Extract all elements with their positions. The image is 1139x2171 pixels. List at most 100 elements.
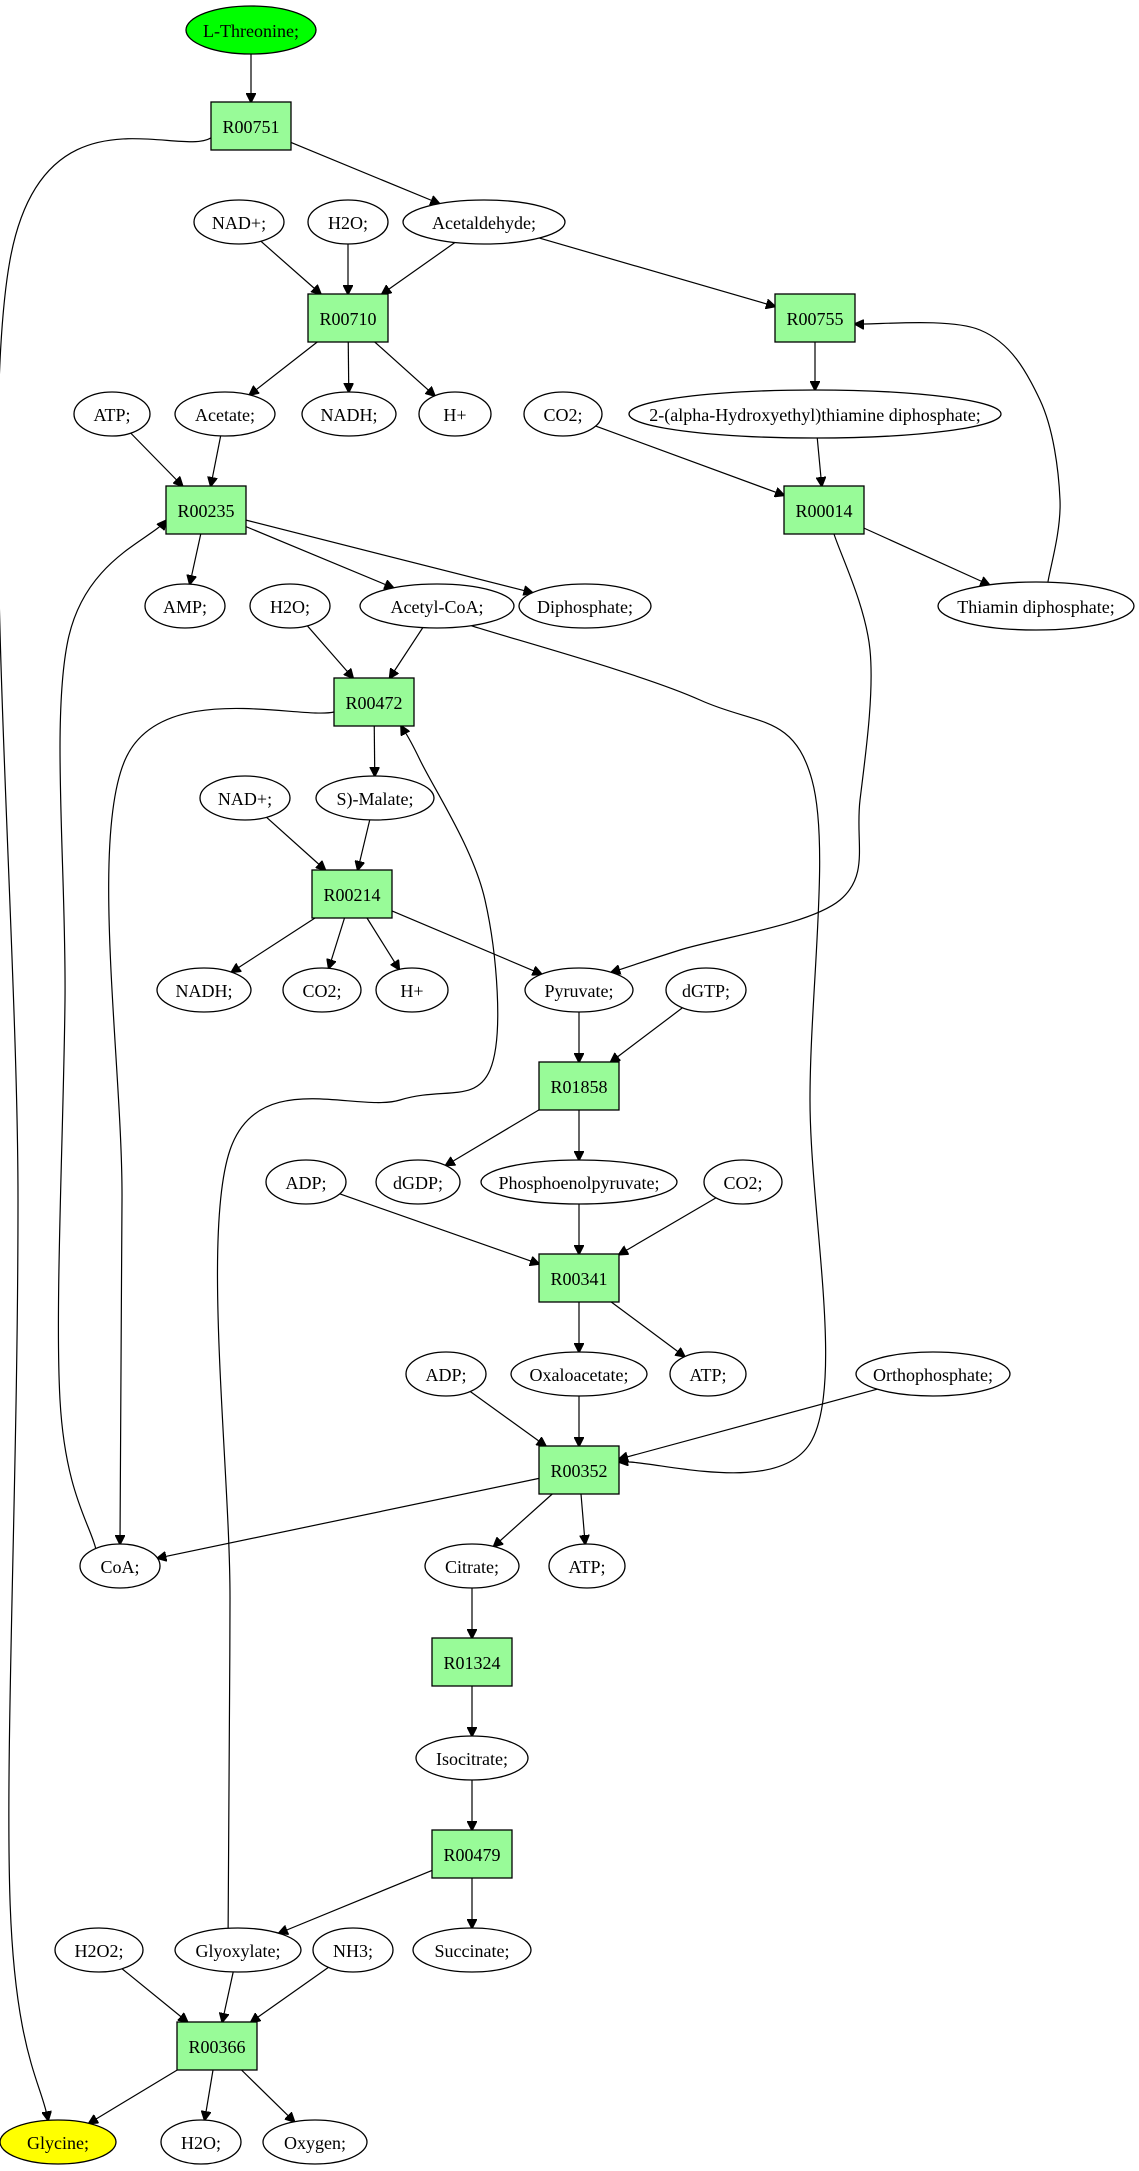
edge-r00235-to-amp — [190, 533, 202, 584]
node-hydroxyethyl-tpp: 2-(alpha-Hydroxyethyl)thiamine diphospha… — [628, 389, 1002, 439]
compound-ellipse — [282, 967, 362, 1013]
reaction-box — [538, 1253, 620, 1303]
edge-h2o2-to-r00366 — [121, 1968, 187, 2022]
node-nh3: NH3; — [312, 1927, 394, 1973]
reaction-box — [431, 1637, 513, 1687]
edge-r00366-to-oxygen — [241, 2069, 295, 2122]
node-label: NADH; — [321, 405, 378, 425]
node-atp-1: ATP; — [73, 391, 151, 437]
edge-acetyl-coa-to-r00352 — [471, 625, 827, 1474]
node-h2o-2: H2O; — [249, 583, 331, 629]
node-label: S)-Malate; — [337, 789, 414, 810]
compound-ellipse — [359, 583, 515, 629]
edge-h2o-2-to-r00472 — [306, 625, 353, 678]
compound-ellipse — [628, 389, 1002, 439]
node-label: H+ — [400, 981, 423, 1001]
node-r00352: R00352 — [538, 1445, 620, 1495]
node-acetate: Acetate; — [174, 391, 276, 437]
edge-nh3-to-r00366 — [251, 1966, 329, 2022]
edge-coa-to-r00235 — [57, 521, 166, 1549]
edge-r00341-to-atp-2 — [610, 1301, 684, 1357]
edge-thiamin-diphosphate-to-r00755 — [855, 323, 1061, 583]
compound-ellipse — [480, 1159, 678, 1205]
compound-ellipse — [855, 1351, 1011, 1397]
node-atp-2: ATP; — [669, 1351, 747, 1397]
node-label: R00755 — [786, 309, 843, 329]
node-s-malate: S)-Malate; — [315, 775, 435, 821]
node-acetyl-coa: Acetyl-CoA; — [359, 583, 515, 629]
compound-ellipse — [312, 1927, 394, 1973]
node-label: Thiamin diphosphate; — [957, 597, 1114, 617]
node-r00710: R00710 — [307, 293, 389, 343]
node-r00235: R00235 — [165, 485, 247, 535]
node-label: Isocitrate; — [436, 1749, 508, 1769]
node-label: R00352 — [550, 1461, 607, 1481]
compound-ellipse — [424, 1543, 520, 1589]
compound-ellipse — [174, 391, 276, 437]
compound-ellipse — [669, 1351, 747, 1397]
node-orthophosphate: Orthophosphate; — [855, 1351, 1011, 1397]
edge-r01858-to-dgdp — [446, 1109, 540, 1166]
nodes-layer: L-Threonine;R00751NAD+;H2O;Acetaldehyde;… — [0, 5, 1135, 2165]
node-label: dGTP; — [682, 981, 730, 1001]
compound-ellipse — [665, 967, 747, 1013]
compound-ellipse — [73, 391, 151, 437]
node-co2-3: CO2; — [703, 1159, 783, 1205]
node-label: H2O2; — [75, 1941, 124, 1961]
node-label: Acetate; — [195, 405, 255, 425]
node-r00751: R00751 — [210, 101, 292, 151]
node-nadp-1: NAD+; — [193, 199, 285, 245]
edge-r00352-to-coa — [157, 1477, 540, 1558]
node-dgdp: dGDP; — [375, 1159, 461, 1205]
node-coa: CoA; — [79, 1543, 161, 1589]
node-label: H2O; — [270, 597, 310, 617]
reaction-box — [538, 1061, 620, 1111]
compound-ellipse — [160, 2119, 242, 2165]
edge-r00014-to-thiamin-diphosphate — [863, 527, 989, 585]
compound-ellipse — [54, 1927, 144, 1973]
edge-r00751-to-glycine — [0, 137, 212, 2120]
node-label: R00472 — [345, 693, 402, 713]
node-label: H2O; — [181, 2133, 221, 2153]
node-label: Citrate; — [445, 1557, 499, 1577]
compound-ellipse — [937, 581, 1135, 631]
node-label: Diphosphate; — [537, 597, 633, 617]
edge-r00366-to-h2o-3 — [205, 2069, 214, 2120]
compound-ellipse — [524, 967, 634, 1013]
node-label: R00751 — [222, 117, 279, 137]
node-r01324: R01324 — [431, 1637, 513, 1687]
edge-nadp-2-to-r00214 — [266, 816, 326, 870]
node-co2-1: CO2; — [523, 391, 603, 437]
node-label: R01858 — [550, 1077, 607, 1097]
edge-s-malate-to-r00214 — [358, 819, 371, 870]
node-adp-2: ADP; — [405, 1351, 487, 1397]
node-hplus-2: H+ — [375, 967, 449, 1013]
node-label: 2-(alpha-Hydroxyethyl)thiamine diphospha… — [649, 405, 980, 426]
node-label: CO2; — [302, 981, 341, 1001]
compound-ellipse — [262, 2119, 368, 2165]
node-r00479: R00479 — [431, 1829, 513, 1879]
node-label: Pyruvate; — [545, 981, 614, 1001]
compound-ellipse — [265, 1159, 347, 1205]
node-label: R01324 — [443, 1653, 500, 1673]
node-dgtp: dGTP; — [665, 967, 747, 1013]
node-label: ADP; — [425, 1365, 466, 1385]
node-thiamin-diphosphate: Thiamin diphosphate; — [937, 581, 1135, 631]
compound-ellipse — [510, 1351, 648, 1397]
node-label: Oxaloacetate; — [530, 1365, 629, 1385]
node-h2o2: H2O2; — [54, 1927, 144, 1973]
compound-ellipse — [156, 967, 252, 1013]
node-phosphoenolpyruvate: Phosphoenolpyruvate; — [480, 1159, 678, 1205]
reaction-box — [311, 869, 393, 919]
compound-ellipse — [0, 2119, 117, 2165]
edge-r00472-to-coa — [108, 707, 335, 1544]
node-label: Acetaldehyde; — [432, 213, 536, 233]
node-label: Orthophosphate; — [873, 1365, 993, 1385]
edge-r00214-to-nadh-2 — [232, 917, 316, 972]
edge-r00214-to-hplus-2 — [366, 917, 399, 969]
node-diphosphate: Diphosphate; — [518, 583, 652, 629]
node-label: ATP; — [568, 1557, 605, 1577]
node-nadh-2: NADH; — [156, 967, 252, 1013]
edge-r00710-to-nadh-1 — [348, 341, 349, 392]
node-label: R00341 — [550, 1269, 607, 1289]
